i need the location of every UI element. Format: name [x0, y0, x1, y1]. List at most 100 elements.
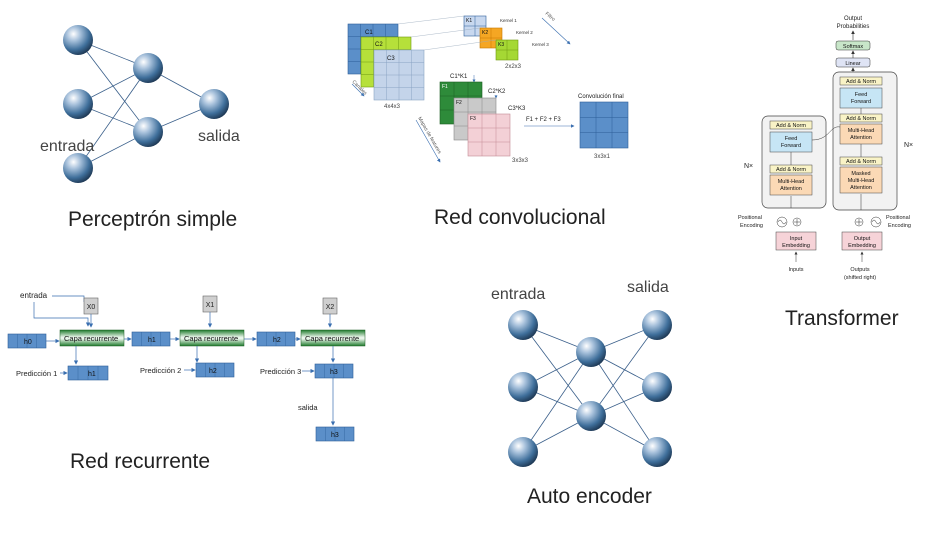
cnn-kernel-dim: 2x2x3: [505, 64, 522, 70]
svg-text:F2: F2: [456, 100, 462, 106]
autoencoder-output-node: [642, 437, 672, 467]
svg-text:X2: X2: [326, 304, 335, 311]
transformer-decoder-feed-forward: [839, 87, 883, 109]
svg-text:Kernel 3: Kernel 3: [532, 42, 549, 47]
rnn-hidden-h2: h2: [256, 331, 296, 347]
svg-text:h3: h3: [331, 432, 339, 439]
cnn-input-dim: 4x4x3: [384, 104, 401, 110]
transformer-title: Transformer: [785, 307, 899, 330]
rnn-prediction-1-label: Predicción 1: [16, 369, 57, 378]
autoencoder-input-node: [508, 372, 538, 402]
svg-text:Feed: Feed: [785, 136, 798, 142]
cnn-feature-maps-label: Mapas de features: [416, 116, 442, 155]
svg-text:h1: h1: [148, 337, 156, 344]
cnn-diagram: C1 C2 C3 4x4x3 Canales K1 Kernel 1 K2: [347, 11, 629, 229]
cnn-final-dim: 3x3x1: [594, 154, 611, 160]
transformer-output-embedding: [841, 231, 883, 251]
svg-text:K1: K1: [466, 18, 472, 24]
svg-text:Mapas de features: Mapas de features: [416, 116, 442, 155]
autoencoder-output-label: salida: [627, 279, 669, 296]
autoencoder-output-node: [642, 310, 672, 340]
svg-text:C1: C1: [365, 30, 373, 36]
rnn-output-label: salida: [298, 403, 318, 412]
rnn-cell-3: Capa recurrente: [300, 329, 366, 347]
svg-text:Add & Norm: Add & Norm: [776, 123, 806, 129]
svg-text:Embedding: Embedding: [782, 243, 810, 249]
rnn-cell-2: Capa recurrente: [179, 329, 245, 347]
svg-text:Multi-Head: Multi-Head: [778, 179, 805, 185]
cnn-title: Red convolucional: [434, 206, 606, 229]
transformer-linear: [835, 57, 871, 68]
rnn-prediction-1: h1: [67, 365, 109, 381]
svg-text:C3: C3: [387, 56, 395, 62]
cnn-sum-label: F1 + F2 + F3: [526, 117, 561, 123]
transformer-outputs-label: Outputs: [850, 267, 870, 273]
rnn-prediction-2: h2: [195, 362, 235, 378]
transformer-masked-mha: [839, 166, 883, 194]
svg-text:h2: h2: [273, 337, 281, 344]
svg-text:Kernel 1: Kernel 1: [500, 18, 517, 23]
rnn-prediction-3: h3: [314, 363, 354, 379]
autoencoder-input-node: [508, 310, 538, 340]
perceptron-input-node: [63, 25, 93, 55]
svg-text:Input: Input: [790, 236, 803, 242]
transformer-encoder-feed-forward: [769, 131, 813, 153]
svg-text:h3: h3: [330, 369, 338, 376]
svg-text:Forward: Forward: [851, 99, 871, 105]
svg-text:Masked: Masked: [851, 171, 870, 177]
transformer-output-probs-2: Probabilities: [837, 24, 870, 30]
cnn-final-label: Convolución final: [578, 94, 624, 100]
svg-text:Attention: Attention: [780, 186, 802, 192]
svg-text:Multi-Head: Multi-Head: [848, 178, 875, 184]
svg-text:Forward: Forward: [781, 143, 801, 149]
svg-text:Attention: Attention: [850, 135, 872, 141]
transformer-encoder-add-norm-2: [769, 120, 813, 130]
rnn-output: h3: [315, 426, 355, 442]
transformer-encoder-pos-enc-2: Encoding: [740, 223, 763, 229]
svg-text:X0: X0: [87, 304, 96, 311]
transformer-softmax: [835, 40, 871, 51]
transformer-inputs-label: Inputs: [789, 267, 804, 273]
rnn-input-x2: X2: [322, 297, 338, 315]
svg-text:h0: h0: [24, 339, 32, 346]
transformer-output-probs-1: Output: [844, 16, 862, 22]
transformer-decoder-add-norm-3: [839, 76, 883, 86]
transformer-decoder-mha: [839, 123, 883, 145]
cnn-filter-label: Filtro: [544, 11, 557, 23]
svg-text:Kernel 2: Kernel 2: [516, 30, 533, 35]
rnn-input-label: entrada: [20, 291, 48, 300]
cnn-feature-map-f3: F3: [467, 113, 511, 157]
svg-text:Capa recurrente: Capa recurrente: [64, 334, 118, 343]
svg-text:Capa recurrente: Capa recurrente: [184, 334, 238, 343]
svg-text:Softmax: Softmax: [843, 44, 863, 50]
perceptron-output-label: salida: [198, 128, 240, 145]
svg-text:Feed: Feed: [855, 92, 868, 98]
svg-text:Add & Norm: Add & Norm: [846, 159, 876, 165]
perceptron-title: Perceptrón simple: [68, 208, 237, 231]
autoencoder-input-label: entrada: [491, 286, 545, 303]
svg-text:Multi-Head: Multi-Head: [848, 128, 875, 134]
perceptron-input-node: [63, 89, 93, 119]
autoencoder-input-node: [508, 437, 538, 467]
svg-text:Attention: Attention: [850, 185, 872, 191]
rnn-prediction-3-label: Predicción 3: [260, 367, 301, 376]
transformer-input-embedding: [775, 231, 817, 251]
transformer-encoder-mha: [769, 174, 813, 196]
transformer-outputs-shifted: (shifted right): [844, 275, 876, 281]
transformer-encoder-nx: N×: [744, 163, 753, 170]
rnn-cell-1: Capa recurrente: [59, 329, 125, 347]
rnn-hidden-h0: h0: [7, 333, 47, 349]
svg-text:Linear: Linear: [845, 61, 860, 67]
svg-text:K2: K2: [482, 30, 488, 36]
svg-text:h1: h1: [88, 371, 96, 378]
autoencoder-title: Auto encoder: [527, 485, 652, 508]
rnn-input-x0: X0: [83, 297, 99, 315]
svg-text:K3: K3: [498, 42, 504, 48]
rnn-input-x1: X1: [202, 295, 218, 313]
rnn-title: Red recurrente: [70, 450, 210, 473]
cnn-product-3: C3*K3: [508, 106, 526, 112]
cnn-kernel-k3: K3 Kernel 3: [495, 39, 549, 61]
autoencoder-latent-node: [576, 337, 606, 367]
svg-text:Capa recurrente: Capa recurrente: [305, 334, 359, 343]
